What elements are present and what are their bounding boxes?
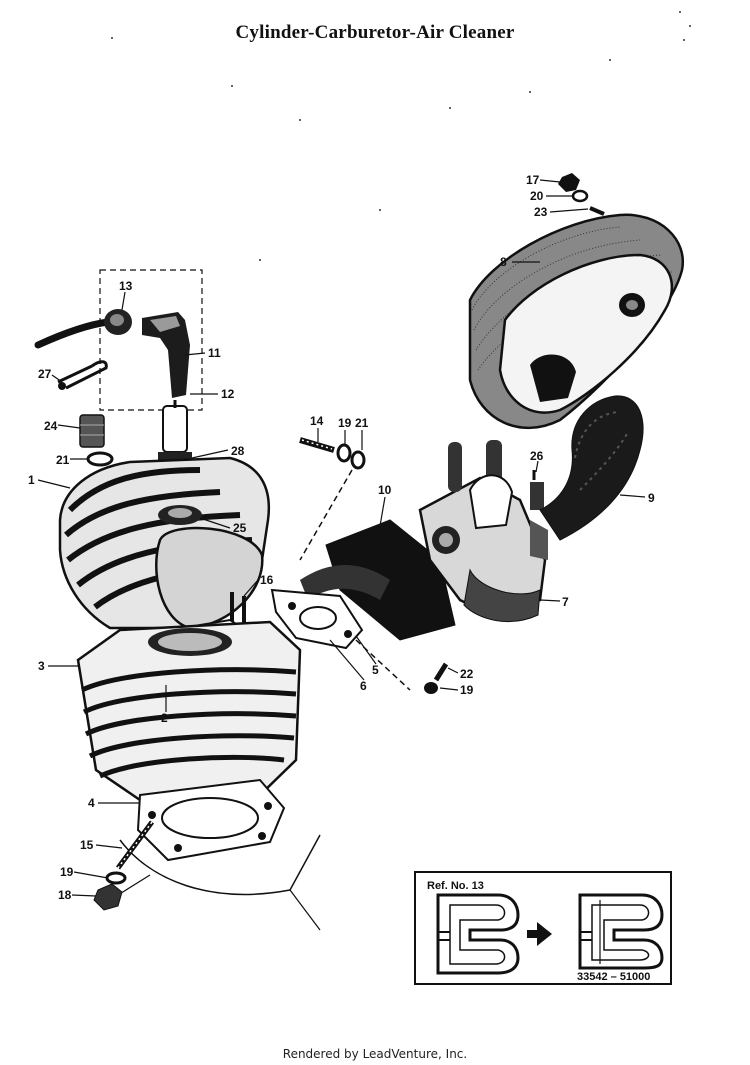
hose-clamp	[530, 470, 544, 510]
callout-8: 8	[500, 255, 507, 269]
callout-11: 11	[208, 346, 221, 360]
cylinder-stud	[93, 820, 155, 911]
diagram-title: Cylinder-Carburetor-Air Cleaner	[235, 22, 515, 43]
callout-24: 24	[44, 419, 58, 433]
washer	[105, 871, 127, 885]
carburetor	[418, 440, 548, 622]
callout-6: 6	[360, 679, 367, 693]
cord-clamp	[57, 360, 108, 390]
callout-4: 4	[88, 796, 95, 810]
callout-7: 7	[562, 595, 569, 609]
nut	[558, 173, 580, 192]
washer	[571, 189, 589, 203]
cylinder-block	[76, 620, 302, 802]
washer	[350, 450, 366, 470]
crankcase-outline	[119, 834, 321, 896]
callout-15: 15	[80, 838, 94, 852]
callout-17: 17	[526, 173, 540, 187]
dashed-group-box	[99, 269, 203, 411]
base-gasket	[136, 778, 286, 862]
callout-14: 14	[310, 414, 324, 428]
callout-18: 18	[58, 888, 72, 902]
cylinder-head-nut	[79, 414, 114, 467]
air-cleaner-hardware	[558, 173, 605, 216]
reference-box: Ref. No. 13 33542 – 51000	[414, 871, 672, 985]
callout-5: 5	[372, 663, 379, 677]
footer-credit: Rendered by LeadVenture, Inc.	[282, 1047, 468, 1061]
callout-19: 19	[460, 683, 474, 697]
callout-2: 2	[161, 711, 168, 725]
ref-box-title: Ref. No. 13	[427, 880, 484, 892]
screw	[589, 206, 605, 216]
washer	[424, 682, 438, 694]
air-cleaner	[468, 213, 685, 430]
callout-10: 10	[378, 483, 392, 497]
callout-20: 20	[530, 189, 544, 203]
intake-gasket	[270, 588, 364, 650]
callout-22: 22	[460, 667, 474, 681]
callout-28: 28	[231, 444, 245, 458]
arrow-right-icon	[527, 922, 552, 946]
float-bowl	[463, 568, 541, 622]
callout-9: 9	[648, 491, 655, 505]
callout-21: 21	[355, 416, 369, 430]
callout-12: 12	[221, 387, 235, 401]
leader-lines	[37, 179, 646, 897]
new-part-outline	[578, 893, 664, 970]
old-part-outline	[436, 893, 520, 975]
callout-23: 23	[534, 205, 548, 219]
high-tension-cord	[34, 318, 112, 349]
air-intake-hose	[539, 395, 644, 541]
intake-insulator	[300, 519, 456, 641]
callout-19: 19	[60, 865, 74, 879]
callout-1: 1	[28, 473, 35, 487]
callout-13: 13	[119, 279, 133, 293]
ref-box-part-number: 33542 – 51000	[577, 971, 650, 983]
nut	[93, 883, 123, 911]
callout-19: 19	[338, 416, 352, 430]
intake-bolt	[299, 437, 366, 470]
scan-noise	[111, 11, 691, 261]
intake-pipe	[300, 565, 390, 600]
spark-plug-cap-group	[34, 269, 203, 411]
callout-16: 16	[260, 573, 274, 587]
callout-3: 3	[38, 659, 45, 673]
callout-27: 27	[38, 367, 52, 381]
washer	[86, 451, 114, 467]
spark-plug-cap	[142, 312, 190, 398]
callout-21: 21	[56, 453, 70, 467]
callout-26: 26	[530, 449, 544, 463]
callout-labels: 13 11 27 12 24 28 21 1 25 16 3 2 4 15 19…	[28, 173, 655, 902]
washer	[336, 443, 352, 463]
carburetor-bolt	[424, 662, 449, 694]
callout-25: 25	[233, 521, 247, 535]
cylinder-head	[58, 456, 271, 630]
